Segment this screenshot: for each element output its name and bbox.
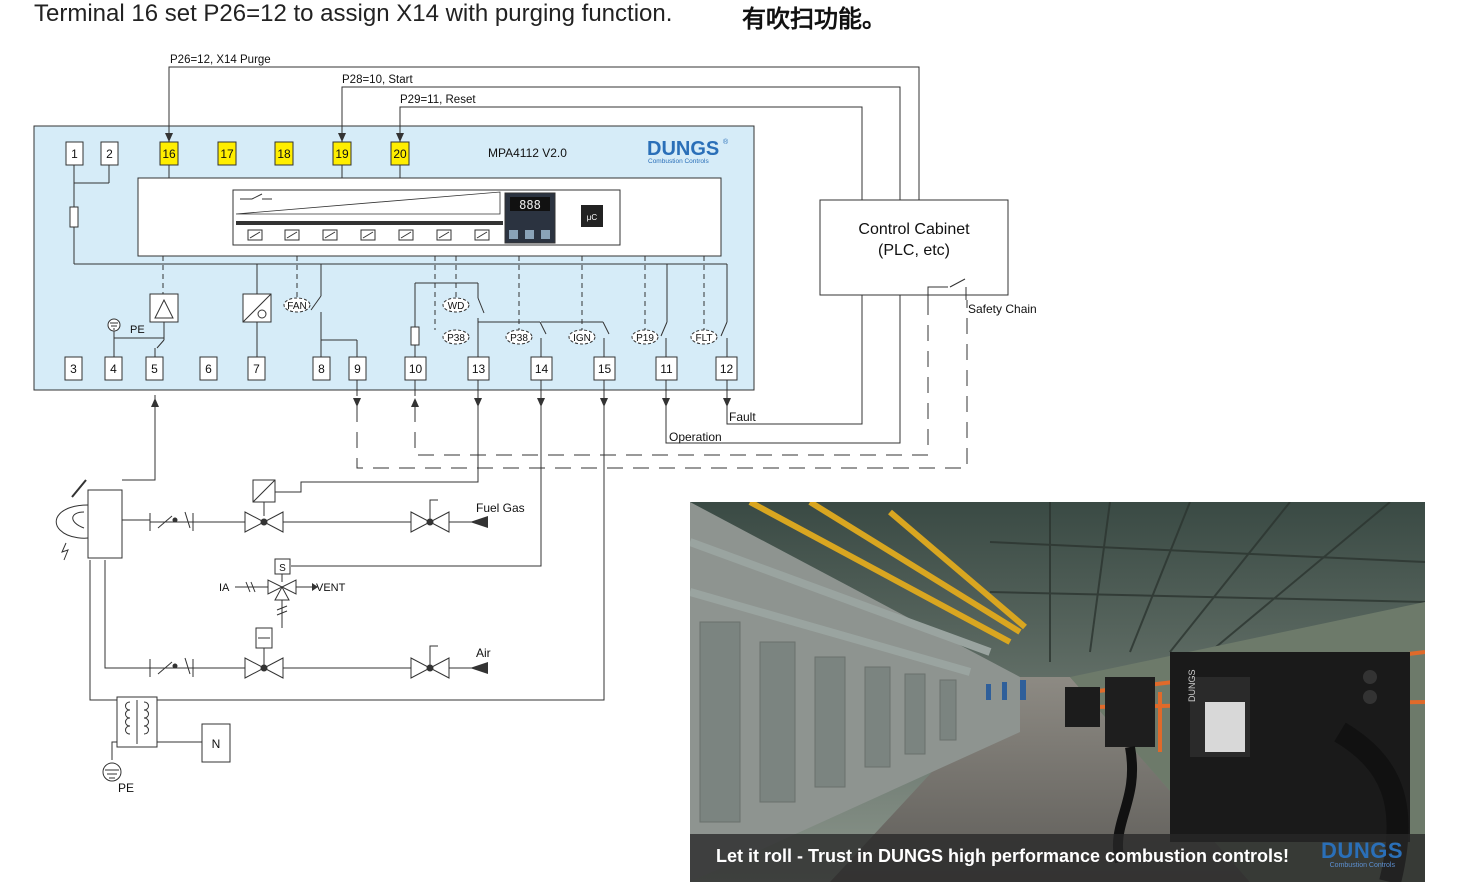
signal-lines (168, 66, 920, 200)
burner-icon (55, 479, 123, 561)
caption-brand-tagline: Combustion Controls (1329, 862, 1395, 869)
dashed-control-lines (162, 256, 705, 330)
contact-fan: FAN (283, 297, 311, 313)
top-terminal-20: 20 (390, 141, 410, 166)
relay-coils (247, 229, 490, 241)
bottom-terminal-13-label: 13 (472, 362, 486, 376)
factory-photo-scene: DUNGS (690, 502, 1425, 882)
reset-signal-label: P29=11, Reset (400, 94, 476, 106)
header-chinese-text: 有吹扫功能。 (742, 5, 886, 33)
control-cabinet (819, 199, 1009, 296)
air-inlet-arrow-icon (470, 662, 488, 674)
operation-label: Operation (669, 430, 722, 444)
bottom-terminal-14-label: 14 (535, 362, 549, 376)
caption-brand-logo: DUNGS (1321, 838, 1403, 863)
solenoid-s-label: S (279, 563, 286, 574)
gas-line (149, 479, 480, 533)
safety-chain-label: Safety Chain (968, 302, 1037, 316)
top-terminal-17-label: 17 (220, 147, 234, 161)
fuel-gas-label: Fuel Gas (476, 501, 525, 515)
top-terminal-1: 1 (65, 141, 84, 166)
solenoid-valve-icon (235, 558, 312, 628)
contact-fan-label: FAN (287, 301, 306, 312)
contact-wiring (410, 264, 728, 357)
neutral-label: N (212, 737, 221, 751)
top-terminal-2: 2 (100, 141, 119, 166)
bottom-terminal-4-label: 4 (110, 362, 117, 376)
internal-wiring (69, 165, 727, 265)
factory-photo: DUNGS Let it roll - Trust in DUNGS high … (690, 502, 1425, 882)
gas-inlet-arrow-icon (470, 516, 488, 528)
top-terminal-16: 16 (159, 141, 179, 166)
contact-p38-a: P38 (442, 329, 470, 345)
pe-label-panel: PE (130, 324, 145, 336)
contact-p38-b-label: P38 (510, 333, 528, 344)
contact-p38-b: P38 (505, 329, 533, 345)
top-terminal-17: 17 (217, 141, 237, 166)
contact-p19: P19 (631, 329, 659, 345)
bottom-terminal-12-label: 12 (720, 362, 734, 376)
purge-signal-label: P26=12, X14 Purge (170, 54, 271, 66)
bottom-terminal-5-label: 5 (151, 362, 158, 376)
contact-flt-label: FLT (695, 333, 712, 344)
brand-registered-mark: ® (723, 138, 729, 146)
contact-wd: WD (442, 297, 470, 313)
unit-label: DUNGS (1187, 669, 1197, 702)
top-terminal-19-label: 19 (335, 147, 349, 161)
contact-p38-a-label: P38 (447, 333, 465, 344)
cabinet-line1: Control Cabinet (858, 221, 970, 238)
contact-flt: FLT (690, 329, 718, 345)
earth-ground-icon (102, 762, 122, 782)
brand-logo: DUNGS (647, 138, 719, 160)
contact-ign: IGN (568, 329, 596, 345)
contact-p19-label: P19 (636, 333, 654, 344)
photo-caption-bar: Let it roll - Trust in DUNGS high perfor… (690, 834, 1425, 882)
bottom-terminal-7-label: 7 (253, 362, 260, 376)
safety-chain-switch-icon (927, 278, 967, 300)
top-terminal-2-label: 2 (106, 147, 113, 161)
mcu-chip-icon (581, 205, 603, 227)
bottom-terminal-8-label: 8 (318, 362, 325, 376)
photo-caption: Let it roll - Trust in DUNGS high perfor… (716, 846, 1290, 866)
display-digits: 888 (519, 198, 541, 212)
amplifier-block (149, 293, 179, 323)
bottom-terminal-6-label: 6 (205, 362, 212, 376)
bottom-terminal-3-label: 3 (70, 362, 77, 376)
top-terminal-19: 19 (332, 141, 352, 166)
safety-chain-loop (356, 300, 968, 469)
transformer-icon (111, 696, 202, 760)
neutral-box (201, 723, 231, 763)
top-terminal-16-label: 16 (162, 147, 176, 161)
top-terminal-20-label: 20 (393, 147, 407, 161)
bottom-terminal-15-label: 15 (598, 362, 612, 376)
brand-tagline: Combustion Controls (648, 158, 709, 165)
fault-label: Fault (729, 410, 756, 424)
model-label: MPA4112 V2.0 (488, 146, 567, 160)
cabinet-line2: (PLC, etc) (878, 242, 950, 259)
pe-label-ground: PE (118, 781, 134, 795)
contact-wd-label: WD (448, 301, 465, 312)
ia-label: IA (219, 582, 230, 594)
bottom-terminal-9-label: 9 (354, 362, 361, 376)
top-terminal-18-label: 18 (277, 147, 291, 161)
air-label: Air (476, 646, 491, 660)
header-english-text: Terminal 16 set P26=12 to assign X14 wit… (34, 0, 673, 27)
bottom-terminal-11-label: 11 (660, 362, 673, 376)
air-line (149, 627, 480, 679)
top-terminal-1-label: 1 (71, 147, 78, 161)
bottom-terminal-10-label: 10 (409, 362, 423, 376)
field-wiring (89, 380, 605, 701)
start-signal-label: P28=10, Start (342, 74, 413, 86)
device-panel (33, 125, 755, 391)
contact-ign-label: IGN (573, 333, 591, 344)
relay-ramp (235, 191, 501, 215)
mcu-label: μC (587, 213, 598, 222)
vent-label: VENT (316, 582, 346, 594)
top-terminal-18: 18 (274, 141, 294, 166)
